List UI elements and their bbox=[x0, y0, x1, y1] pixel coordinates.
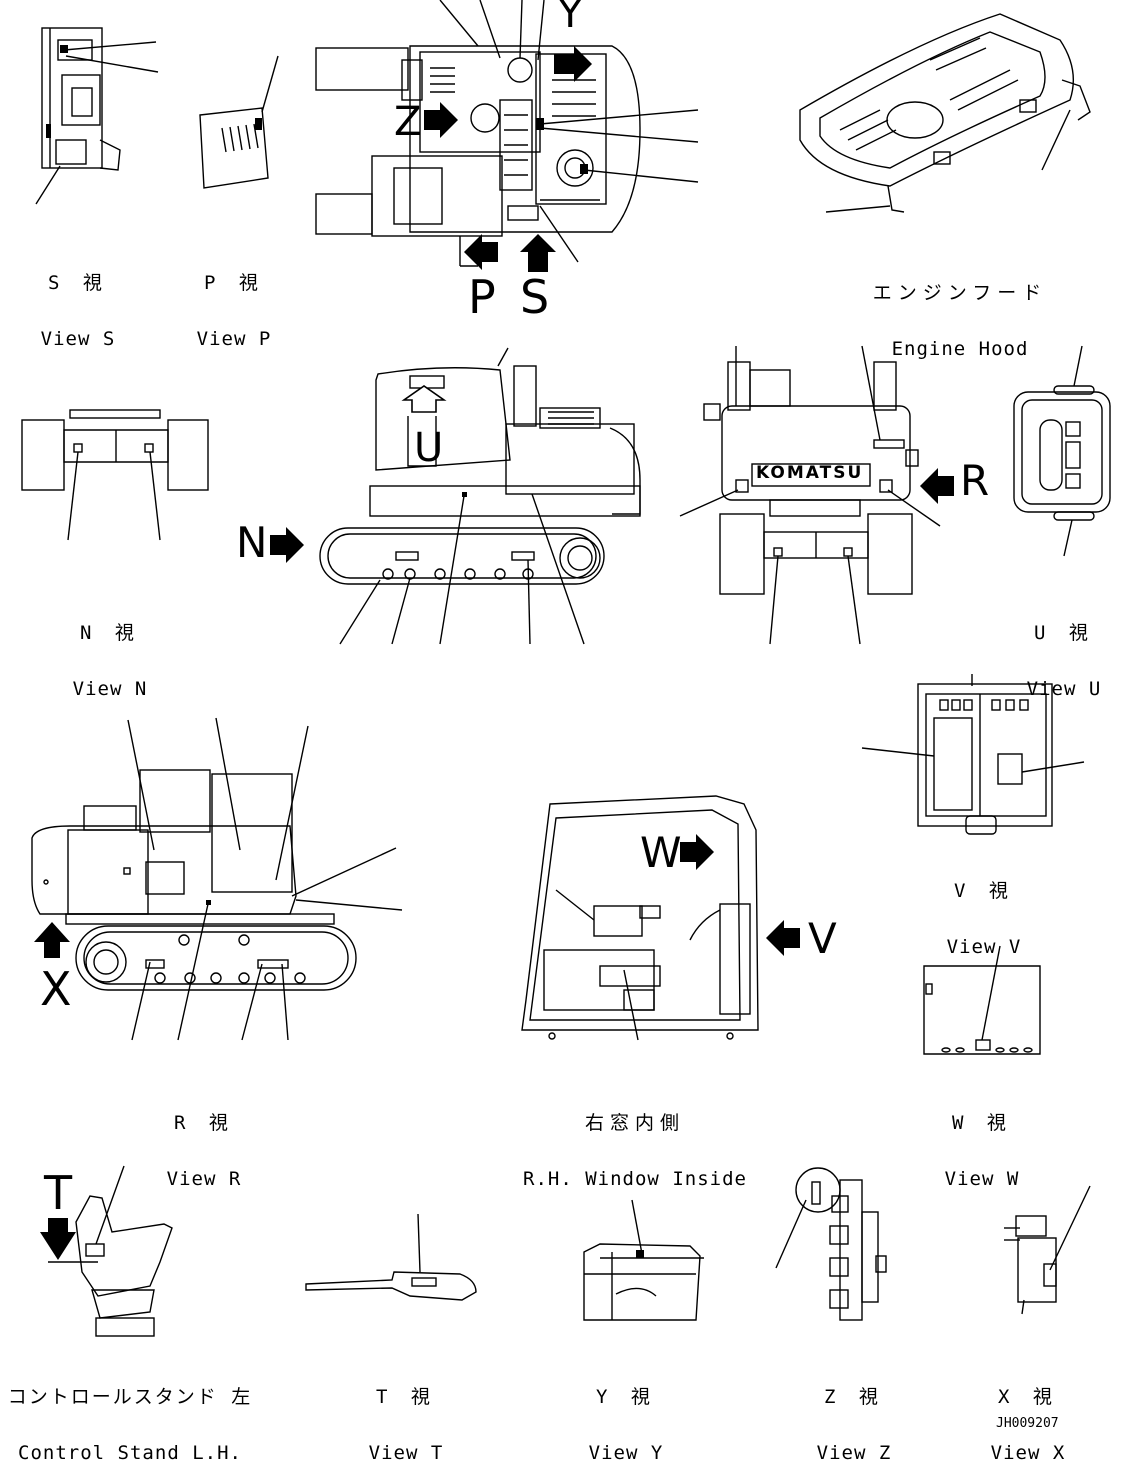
drawing-code: JH009207 bbox=[996, 1416, 1059, 1431]
rh-window-inside-drawing bbox=[521, 795, 800, 1041]
caption-engine-hood-jp: エンジンフード bbox=[872, 282, 1048, 304]
view-y-drawing bbox=[583, 1199, 704, 1321]
top-plan-view-drawing bbox=[315, 0, 699, 272]
caption-view-u-en: View U bbox=[1026, 678, 1102, 700]
caption-view-n-jp: N 視 bbox=[80, 622, 140, 644]
caption-view-s-en: View S bbox=[40, 328, 116, 350]
caption-view-v-jp: V 視 bbox=[954, 880, 1014, 902]
caption-view-p-jp: P 視 bbox=[204, 272, 264, 294]
caption-control-stand: コントロールスタンド 左 Control Stand L.H. bbox=[6, 1356, 254, 1479]
arrow-label-r: R bbox=[960, 456, 990, 505]
arrow-label-n: N bbox=[236, 518, 268, 567]
komatsu-brand-text: KOMATSU bbox=[756, 463, 864, 483]
caption-view-p-en: View P bbox=[196, 328, 272, 350]
caption-engine-hood: エンジンフード Engine Hood bbox=[870, 252, 1050, 375]
rear-view-drawing bbox=[679, 345, 954, 645]
side-view-left-drawing bbox=[270, 347, 641, 645]
caption-view-y-jp: Y 視 bbox=[596, 1386, 656, 1408]
caption-view-t: T 視 View T bbox=[358, 1356, 454, 1479]
view-s-drawing bbox=[35, 27, 159, 205]
caption-view-r-jp: R 視 bbox=[174, 1112, 234, 1134]
caption-view-t-en: View T bbox=[368, 1442, 444, 1464]
view-n-drawing bbox=[21, 409, 209, 541]
caption-control-stand-jp: コントロールスタンド 左 bbox=[7, 1386, 253, 1408]
caption-view-w-en: View W bbox=[944, 1168, 1020, 1190]
caption-view-p: P 視 View P bbox=[186, 242, 282, 365]
caption-view-w: W 視 View W bbox=[934, 1082, 1030, 1205]
arrow-label-y: Y bbox=[558, 0, 583, 37]
caption-view-t-jp: T 視 bbox=[376, 1386, 436, 1408]
view-w-drawing bbox=[923, 945, 1041, 1055]
view-v-drawing bbox=[861, 674, 1085, 835]
engine-hood-drawing bbox=[799, 13, 1091, 213]
caption-engine-hood-en: Engine Hood bbox=[891, 338, 1029, 360]
caption-view-n: N 視 View N bbox=[62, 592, 158, 715]
view-z-drawing bbox=[775, 1167, 887, 1321]
view-u-drawing bbox=[1013, 345, 1111, 557]
caption-view-u-jp: U 視 bbox=[1034, 622, 1094, 644]
control-stand-drawing bbox=[40, 1165, 173, 1337]
view-r-drawing bbox=[31, 717, 403, 1041]
caption-view-y-en: View Y bbox=[588, 1442, 664, 1464]
view-p-drawing bbox=[199, 55, 279, 189]
komatsu-logo-frame bbox=[751, 463, 871, 487]
caption-control-stand-en: Control Stand L.H. bbox=[18, 1442, 242, 1464]
caption-view-w-jp: W 視 bbox=[952, 1112, 1012, 1134]
caption-rh-window-inside-en: R.H. Window Inside bbox=[523, 1168, 747, 1190]
arrow-label-u: U bbox=[414, 425, 444, 471]
caption-view-x-en: View X bbox=[990, 1442, 1066, 1464]
arrow-label-z: Z bbox=[394, 99, 422, 145]
caption-view-v: V 視 View V bbox=[936, 850, 1032, 973]
caption-view-z-jp: Z 視 bbox=[824, 1386, 884, 1408]
caption-view-s: S 視 View S bbox=[30, 242, 126, 365]
caption-rh-window-inside-jp: 右窓内側 bbox=[584, 1112, 685, 1134]
caption-view-y: Y 視 View Y bbox=[578, 1356, 674, 1479]
arrow-label-v: V bbox=[808, 914, 837, 963]
caption-view-v-en: View V bbox=[946, 936, 1022, 958]
caption-view-n-en: View N bbox=[72, 678, 148, 700]
view-x-drawing bbox=[1004, 1185, 1091, 1315]
caption-view-x: X 視 View X bbox=[980, 1356, 1076, 1479]
caption-view-z-en: View Z bbox=[816, 1442, 892, 1464]
caption-view-s-jp: S 視 bbox=[48, 272, 108, 294]
arrow-label-s: S bbox=[520, 270, 550, 324]
caption-view-u: U 視 View U bbox=[1016, 592, 1112, 715]
arrow-label-w: W bbox=[640, 828, 682, 877]
view-t-drawing bbox=[305, 1213, 477, 1301]
arrow-label-t: T bbox=[44, 1166, 73, 1220]
caption-view-z: Z 視 View Z bbox=[806, 1356, 902, 1479]
caption-view-r-en: View R bbox=[166, 1168, 242, 1190]
caption-view-r: R 視 View R bbox=[156, 1082, 252, 1205]
caption-rh-window-inside: 右窓内側 R.H. Window Inside bbox=[510, 1082, 760, 1205]
arrow-label-x: X bbox=[40, 962, 72, 1016]
caption-view-x-jp: X 視 bbox=[998, 1386, 1058, 1408]
arrow-label-p: P bbox=[468, 270, 496, 324]
